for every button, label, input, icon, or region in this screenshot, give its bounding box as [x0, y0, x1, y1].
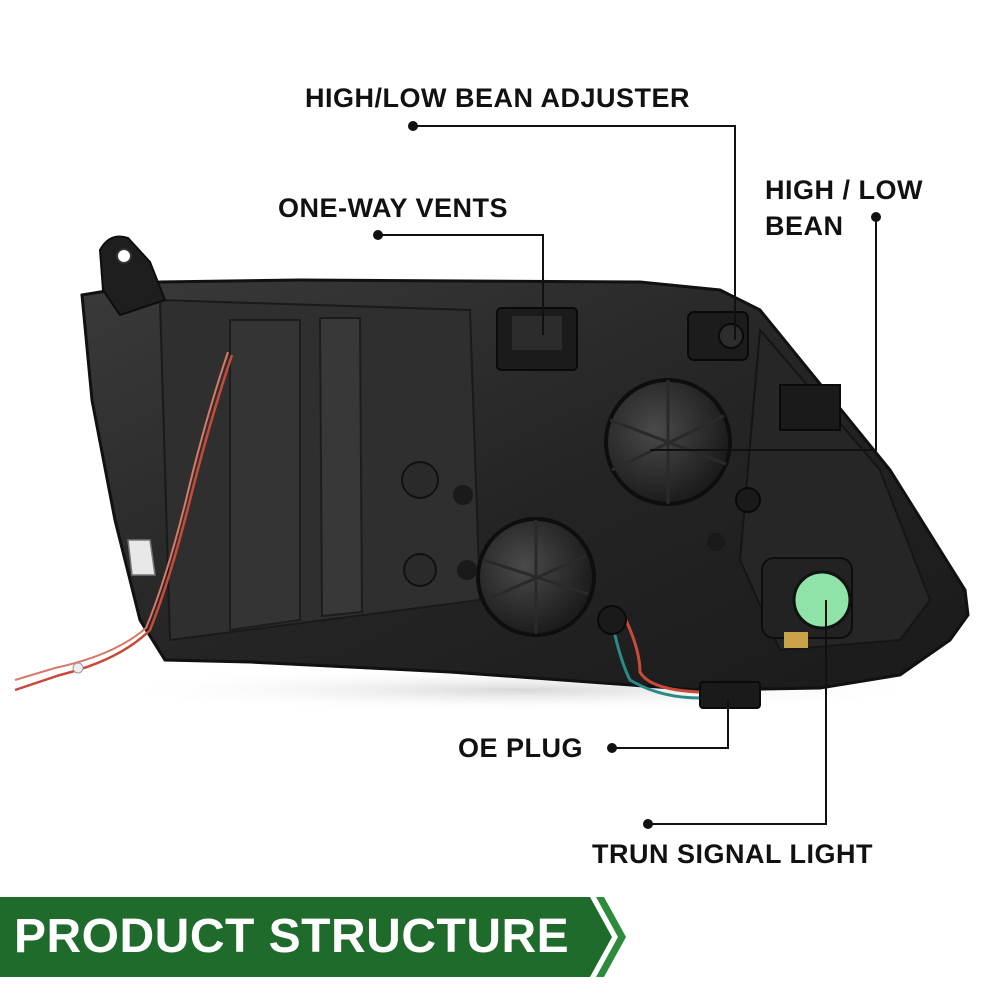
wire-zip-tie	[72, 662, 84, 674]
adjuster-leader	[413, 125, 736, 340]
callout-turn-signal-light: TRUN SIGNAL LIGHT	[592, 839, 873, 869]
turn-signal-leader	[648, 600, 827, 825]
mount-boss	[453, 485, 473, 505]
cap-ridges	[483, 520, 589, 634]
oe-plug-dot	[607, 743, 617, 753]
beam-dot	[871, 212, 881, 222]
product-structure-banner-title: PRODUCT STRUCTURE	[14, 910, 570, 963]
oe-plug-wire-red	[623, 617, 701, 694]
cap-ridges	[609, 380, 727, 504]
one-way-vent-slot	[512, 316, 562, 350]
beam-adjuster-screw	[718, 323, 744, 349]
wire-harness-left-twin	[14, 351, 229, 681]
callout-high-low-bean-line2: BEAN	[765, 211, 844, 241]
housing-rib	[229, 319, 301, 632]
mount-boss	[401, 461, 439, 499]
banner-background	[0, 897, 612, 977]
housing-rib	[318, 317, 364, 618]
callout-high-low-bean-adjuster: HIGH/LOW BEAN ADJUSTER	[305, 83, 691, 113]
mounting-hole	[116, 248, 132, 264]
side-clip	[127, 539, 156, 576]
mount-boss	[403, 553, 437, 587]
callout-high-low-bean-line1: HIGH / LOW	[765, 175, 923, 205]
turn-signal-lens	[792, 570, 852, 630]
mount-boss	[457, 560, 477, 580]
vents-leader	[378, 234, 544, 335]
oe-plug-connector	[699, 681, 761, 709]
oe-plug-grommet	[597, 605, 627, 635]
callout-oe-plug: OE PLUG	[458, 733, 584, 763]
oe-plug-leader	[612, 700, 729, 749]
callout-lines	[378, 125, 877, 825]
wire-harness-left	[14, 354, 234, 692]
callout-high-low-bean: HIGH / LOW BEAN	[765, 172, 923, 244]
oe-plug-wire-teal	[610, 621, 701, 700]
vents-dot	[373, 230, 383, 240]
turn-signal-terminal	[784, 632, 808, 648]
callout-one-way-vents: ONE-WAY VENTS	[278, 193, 509, 223]
mount-boss	[735, 487, 761, 513]
beam-leader	[650, 217, 877, 451]
turn-signal-dot	[643, 819, 653, 829]
mount-boss	[707, 533, 725, 551]
adjuster-dot	[408, 121, 418, 131]
banner-chevron	[596, 897, 626, 977]
callout-dots	[373, 121, 881, 829]
side-connector	[779, 384, 841, 431]
